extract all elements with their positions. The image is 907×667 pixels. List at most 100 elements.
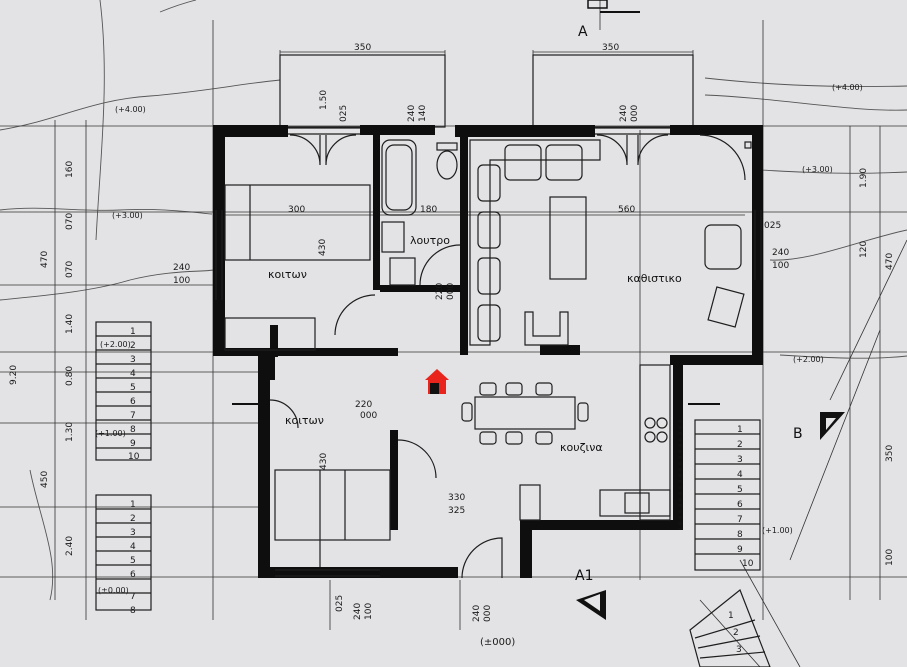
doors: [269, 134, 746, 579]
kitchen-furniture: [461, 364, 671, 521]
dim-000-top-right-b: 000: [630, 105, 640, 122]
dim-100-left-b: 100: [173, 276, 190, 286]
walls: [213, 125, 763, 578]
stair-number: 6: [130, 397, 136, 407]
level-left-stair-mid: (+1.00): [95, 429, 126, 438]
dim-left-470: 470: [40, 251, 50, 268]
stair-number: 6: [130, 570, 136, 580]
stair-number: 3: [130, 528, 136, 538]
stair-number: 2: [130, 514, 136, 524]
dim-left-240: 2.40: [65, 536, 75, 556]
stair-number: 8: [130, 606, 136, 616]
level-left-stair-bottom: (±0.00): [98, 586, 129, 595]
dim-right-120: 120: [859, 241, 869, 258]
stair-number: 5: [130, 383, 136, 393]
stairs-left-lower: 1 2 3 4 5 6 7 8: [130, 500, 136, 616]
dim-left-450: 450: [40, 471, 50, 488]
level-left-stair-top: (+2.00): [100, 340, 131, 349]
level-right-low: (+2.00): [793, 355, 824, 364]
dim-220-bath-a: 220: [435, 283, 445, 300]
dim-025-top: 025: [339, 105, 349, 122]
dim-left-080: 0.80: [65, 366, 75, 386]
stair-number: 7: [737, 515, 743, 525]
stair-number: 2: [733, 628, 739, 638]
dim-240-left-a: 240: [173, 263, 190, 273]
dim-240-top-a: 240: [407, 105, 417, 122]
stair-number: 7: [130, 592, 136, 602]
stair-number: 2: [130, 341, 136, 351]
site-lines: [699, 239, 907, 667]
stair-number: 9: [130, 439, 136, 449]
dim-left-920: 9.20: [9, 365, 19, 385]
dim-220-mid-a: 220: [355, 400, 372, 410]
level-top-left: (+4.00): [115, 105, 146, 114]
stairs-left-upper-steps: [95, 321, 152, 461]
dim-000-mid-b: 000: [360, 411, 377, 421]
stair-number: 5: [737, 485, 743, 495]
dim-100-right-b: 100: [772, 261, 789, 271]
dim-560: 560: [618, 205, 635, 215]
dim-right-190: 1.90: [859, 168, 869, 188]
stair-number: 5: [130, 556, 136, 566]
living-furniture: [469, 139, 752, 346]
stair-number: 3: [736, 645, 742, 655]
dim-025-bottom: 025: [335, 595, 345, 612]
windows: [215, 127, 762, 577]
section-label-a-top: A: [578, 24, 588, 40]
dim-325: 325: [448, 506, 465, 516]
stair-number: 6: [737, 500, 743, 510]
dim-240-right-a: 240: [772, 248, 789, 258]
stair-number: 1: [130, 500, 136, 510]
stair-number: 1: [130, 327, 136, 337]
stair-number: 4: [130, 369, 136, 379]
dim-right-350: 350: [885, 445, 895, 462]
stair-number: 4: [737, 470, 743, 480]
room-label-living: καθιστικο: [627, 272, 682, 285]
stairs-bottom-steps: [689, 589, 771, 667]
dim-100-bottom-b: 100: [364, 603, 374, 620]
stairs-right-steps: [694, 419, 761, 571]
dim-300: 300: [288, 205, 305, 215]
stairs-left-upper: 1 2 3 4 5 6 7 8 9 10: [128, 327, 140, 462]
dim-000-bath-b: 000: [446, 283, 456, 300]
dim-150: 1.50: [319, 90, 329, 110]
stair-number: 7: [130, 411, 136, 421]
dim-025-right: 025: [764, 221, 781, 231]
stair-number: 1: [728, 611, 734, 621]
dim-240-bottom-a: 240: [353, 603, 363, 620]
dim-left-160: 160: [65, 161, 75, 178]
stairs-left-lower-steps: [95, 494, 152, 611]
dim-240-bottom-right-a: 240: [472, 605, 482, 622]
stair-number: 2: [737, 440, 743, 450]
level-right-mid: (+3.00): [802, 165, 833, 174]
stair-number: 8: [737, 530, 743, 540]
section-markers: [232, 0, 845, 620]
dim-000-bottom-right-b: 000: [483, 605, 493, 622]
stair-number: 3: [737, 455, 743, 465]
beds: [224, 184, 391, 567]
section-label-a-bottom: A1: [575, 568, 593, 584]
location-marker-icon: [425, 369, 449, 394]
dim-430-bottom: 430: [319, 453, 329, 470]
bathroom-fixtures: [381, 139, 458, 286]
dim-180: 180: [420, 205, 437, 215]
dim-balcony-right: 350: [602, 43, 619, 53]
stair-number: 4: [130, 542, 136, 552]
dim-right-470: 470: [885, 253, 895, 270]
dim-330: 330: [448, 493, 465, 503]
room-label-bathroom: λουτρο: [410, 234, 450, 247]
level-right-stair: (+1.00): [762, 526, 793, 535]
level-left-mid: (+3.00): [112, 211, 143, 220]
stair-number: 9: [737, 545, 743, 555]
room-label-bedroom-top: κοιτων: [268, 268, 307, 281]
dim-balcony-left: 350: [354, 43, 371, 53]
level-top-right: (+4.00): [832, 83, 863, 92]
dim-left-070b: 070: [65, 261, 75, 278]
stair-number: 1: [737, 425, 743, 435]
room-label-bedroom-bottom: κοιτων: [285, 414, 324, 427]
dim-430-top: 430: [318, 239, 328, 256]
stairs-bottom: 1 2 3: [728, 611, 742, 655]
dim-140-top-b: 140: [418, 105, 428, 122]
terrain-contours: [0, 0, 907, 601]
